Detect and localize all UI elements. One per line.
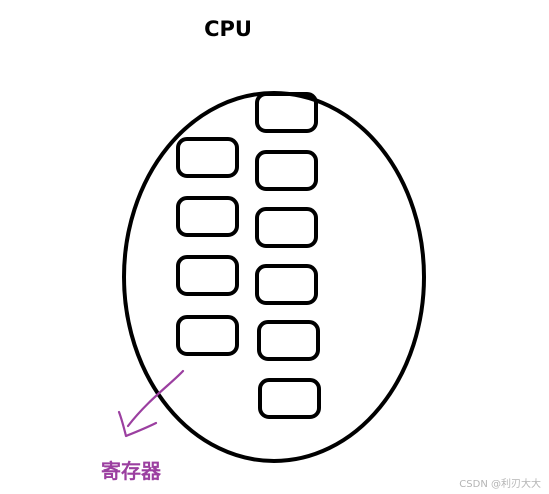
- register-box: [255, 264, 318, 305]
- register-box: [257, 320, 320, 361]
- arrow-head: [117, 410, 158, 438]
- register-label: 寄存器: [101, 459, 162, 483]
- register-box: [258, 378, 321, 419]
- arrow-shaft: [126, 369, 185, 428]
- register-box: [255, 150, 318, 191]
- register-box: [176, 315, 239, 356]
- annotation-arrow: [117, 369, 185, 438]
- register-box: [176, 196, 239, 237]
- register-column-right: [255, 92, 321, 419]
- register-box: [176, 137, 239, 178]
- register-box: [255, 92, 318, 133]
- cpu-ellipse: [122, 91, 426, 463]
- register-box: [176, 255, 239, 296]
- register-column-left: [176, 137, 239, 356]
- register-box: [255, 207, 318, 248]
- cpu-title: CPU: [204, 17, 252, 41]
- watermark-text: CSDN @利刃大大: [459, 477, 541, 490]
